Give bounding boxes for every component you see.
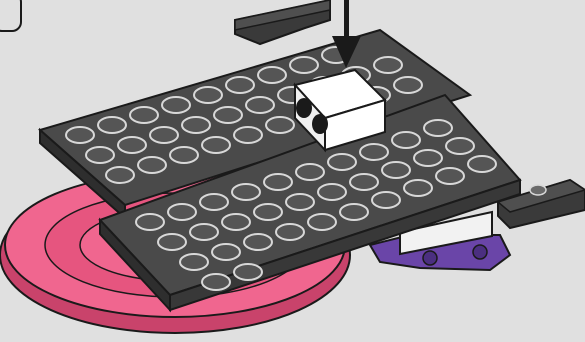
top-small-plate [235,0,330,44]
